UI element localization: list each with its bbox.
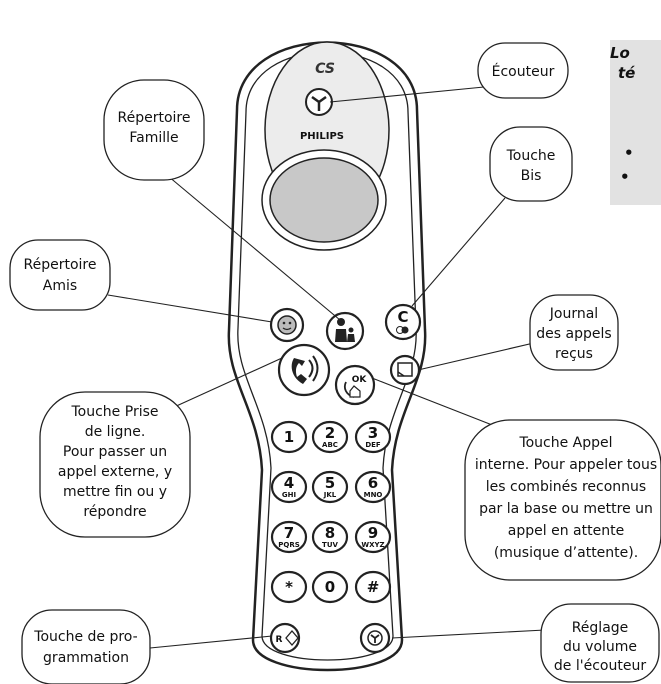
callout-amis-line-1: Répertoire [24,257,97,273]
side-note-panel: Lo té • • [610,40,661,205]
callout-ecouteur-text: Écouteur [492,63,555,80]
keypad-key-number: 3 [368,424,378,442]
callout-ligne-line-2: de ligne. [85,424,146,440]
volume-key[interactable] [359,622,391,654]
callout-journal-line-2: des appels [536,326,611,342]
callout-prise-ligne: Touche Prise de ligne. Pour passer un ap… [39,391,191,538]
keypad-key-number: 9 [368,524,378,542]
program-r-key[interactable]: R [269,622,301,654]
callout-ligne-line-5: mettre fin ou y [63,484,167,500]
talk-key[interactable] [277,343,331,397]
side-note-fragment-2: té [618,64,636,82]
callout-famille-line-2: Famille [129,130,178,146]
callout-repertoire-famille: Répertoire Famille [103,79,205,181]
side-note-bullet-2: • [620,168,630,186]
keypad-key-0[interactable]: 0 [311,570,349,604]
keypad-key-letters: ABC [322,441,338,449]
callout-bis-line-2: Bis [521,168,542,184]
callout-interne-line-2: interne. Pour appeler tous [475,457,657,473]
callout-ecouteur: Écouteur [477,42,569,99]
family-phonebook-key[interactable] [325,311,365,351]
earpiece-icon [305,88,333,116]
keypad-key-number: * [285,578,293,596]
callout-interne-line-4: par la base ou mettre un [479,501,653,517]
keypad-key-number: 1 [284,428,294,446]
callout-bis-line-1: Touche [506,148,556,164]
display-screen [269,157,379,243]
keypad-key-letters: TUV [322,541,338,549]
redial-c-key[interactable]: C [384,303,422,341]
callout-interne-line-6: (musique d’attente). [494,545,638,561]
callout-volume-line-1: Réglage [572,620,629,636]
callout-interne-line-3: les combinés reconnus [486,479,646,495]
keypad-key-letters: PQRS [278,541,300,549]
keypad-key-number: # [367,578,380,596]
brand-logo: PHILIPS [300,131,344,142]
keypad-key-letters: DEF [365,441,381,449]
callout-ligne-line-1: Touche Prise [71,404,159,420]
friends-phonebook-key[interactable] [269,307,305,343]
callout-interne-line-1: Touche Appel [518,435,612,451]
callout-appel-interne: Touche Appel interne. Pour appeler tous … [464,419,661,581]
callout-journal-line-1: Journal [549,306,598,322]
r-key-label: R [276,635,283,645]
ok-intercom-key[interactable]: OK [334,364,376,406]
keypad-key-number: 6 [368,474,378,492]
keypad-key-number: 0 [325,578,335,596]
callout-prog-line-2: grammation [43,650,129,666]
callout-interne-line-5: appel en attente [508,523,624,539]
side-note-bullet-1: • [624,144,634,162]
callout-programmation: Touche de pro- grammation [21,609,151,684]
callout-ligne-line-4: appel externe, y [58,464,172,480]
keypad-key-letters: MNO [364,491,383,499]
model-logo: CS [315,61,335,77]
callout-touche-bis: Touche Bis [489,126,573,202]
side-note-fragment-1: Lo [610,44,630,62]
callout-amis-line-2: Amis [43,278,77,294]
keypad-key-number: 8 [325,524,335,542]
keypad-key-star[interactable]: * [270,570,308,604]
keypad-key-1[interactable]: 1 [270,420,308,454]
callout-prog-line-1: Touche de pro- [33,629,137,645]
ok-key-label: OK [352,375,368,385]
keypad-key-number: 2 [325,424,335,442]
callout-volume-line-2: du volume [563,639,637,655]
keypad-key-letters: WXYZ [361,541,384,549]
keypad-key-hash[interactable]: # [354,570,392,604]
callout-volume-line-3: de l'écouteur [554,658,646,674]
callout-journal: Journal des appels reçus [529,294,619,371]
c-key-label: C [397,308,408,326]
call-log-key[interactable] [389,354,421,386]
callout-journal-line-3: reçus [555,346,593,362]
keypad-key-number: 4 [284,474,294,492]
callout-ligne-line-3: Pour passer un [63,444,167,460]
callout-repertoire-amis: Répertoire Amis [9,239,111,311]
keypad-key-letters: GHI [282,491,296,499]
callout-volume: Réglage du volume de l'écouteur [540,603,660,683]
keypad-key-letters: JKL [323,491,337,499]
callout-famille-line-1: Répertoire [118,110,191,126]
keypad-key-number: 5 [325,474,335,492]
callout-ligne-line-6: répondre [83,504,146,520]
keypad-key-number: 7 [284,524,294,542]
